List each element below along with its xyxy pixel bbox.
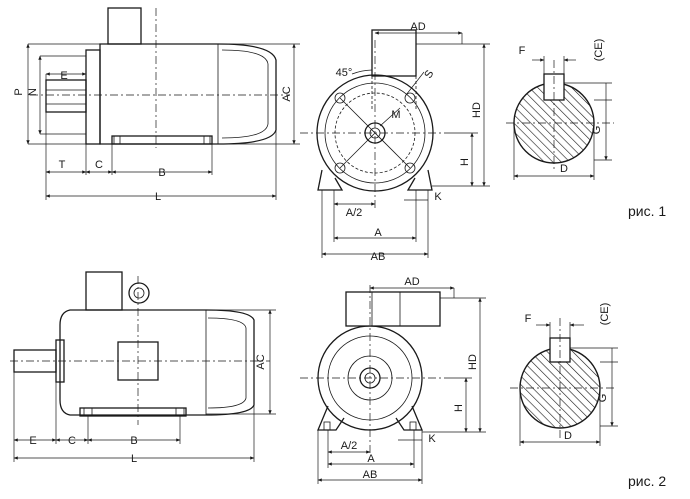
fig2-front-K: K (428, 433, 436, 445)
fig2-shaft-D: D (564, 430, 572, 442)
fig2-caption: рис. 2 (628, 473, 666, 489)
fig1-shaft-F: F (519, 45, 526, 57)
fig1-shaft-CE: (CE) (593, 39, 605, 62)
fig1-front-S: S (422, 68, 436, 80)
fig2-side-AC: AC (255, 354, 267, 369)
fig2-side-C: C (68, 435, 76, 447)
fig2-front-AD: AD (404, 276, 419, 288)
fig1-front-A: A (374, 227, 382, 239)
fig2-front-A-half: A/2 (341, 440, 358, 452)
fig1-front-AB: AB (371, 251, 386, 263)
fig2-front-view: AD HD H K A/2 A AB (300, 276, 486, 484)
fig1-side-B: B (158, 167, 165, 179)
fig1-side-view: P N E T C B L AC (13, 7, 300, 203)
fig1-shaft-view: F (CE) G D (506, 39, 614, 180)
fig1-front-K: K (434, 191, 442, 203)
fig2-shaft-view: F (CE) G D (510, 303, 618, 446)
fig2-side-B: B (130, 435, 137, 447)
fig1-side-P: P (13, 88, 25, 95)
fig2-front-H: H (453, 404, 465, 412)
fig1-front-AD: AD (410, 21, 425, 33)
fig2-side-L: L (131, 453, 137, 465)
fig1-shaft-D: D (560, 163, 568, 175)
fig1-side-T: T (59, 159, 66, 171)
fig1-front-angle: 45° (336, 67, 353, 79)
fig1-front-H: H (459, 158, 471, 166)
fig1-shaft-G: G (591, 126, 603, 135)
fig1-front-M: M (391, 109, 400, 121)
fig2-shaft-CE: (CE) (599, 303, 611, 326)
fig1-caption: рис. 1 (628, 203, 666, 219)
fig1-side-E: E (60, 70, 67, 82)
fig2-front-AB: AB (363, 469, 378, 481)
fig1-front-HD: HD (471, 102, 483, 118)
fig1-side-AC: AC (281, 86, 293, 101)
fig1-side-N: N (27, 88, 39, 96)
fig1-side-L: L (155, 191, 161, 203)
fig2-side-view: E C B L AC (10, 271, 276, 465)
fig1-front-view: AD 45° S M HD H K A/2 A AB (300, 21, 490, 263)
fig2-front-HD: HD (467, 354, 479, 370)
fig2-front-A: A (367, 453, 375, 465)
fig2-shaft-G: G (597, 394, 609, 403)
fig2-shaft-F: F (525, 313, 532, 325)
fig2-side-E: E (29, 435, 36, 447)
fig1-front-A-half: A/2 (346, 207, 363, 219)
fig1-side-C: C (95, 159, 103, 171)
